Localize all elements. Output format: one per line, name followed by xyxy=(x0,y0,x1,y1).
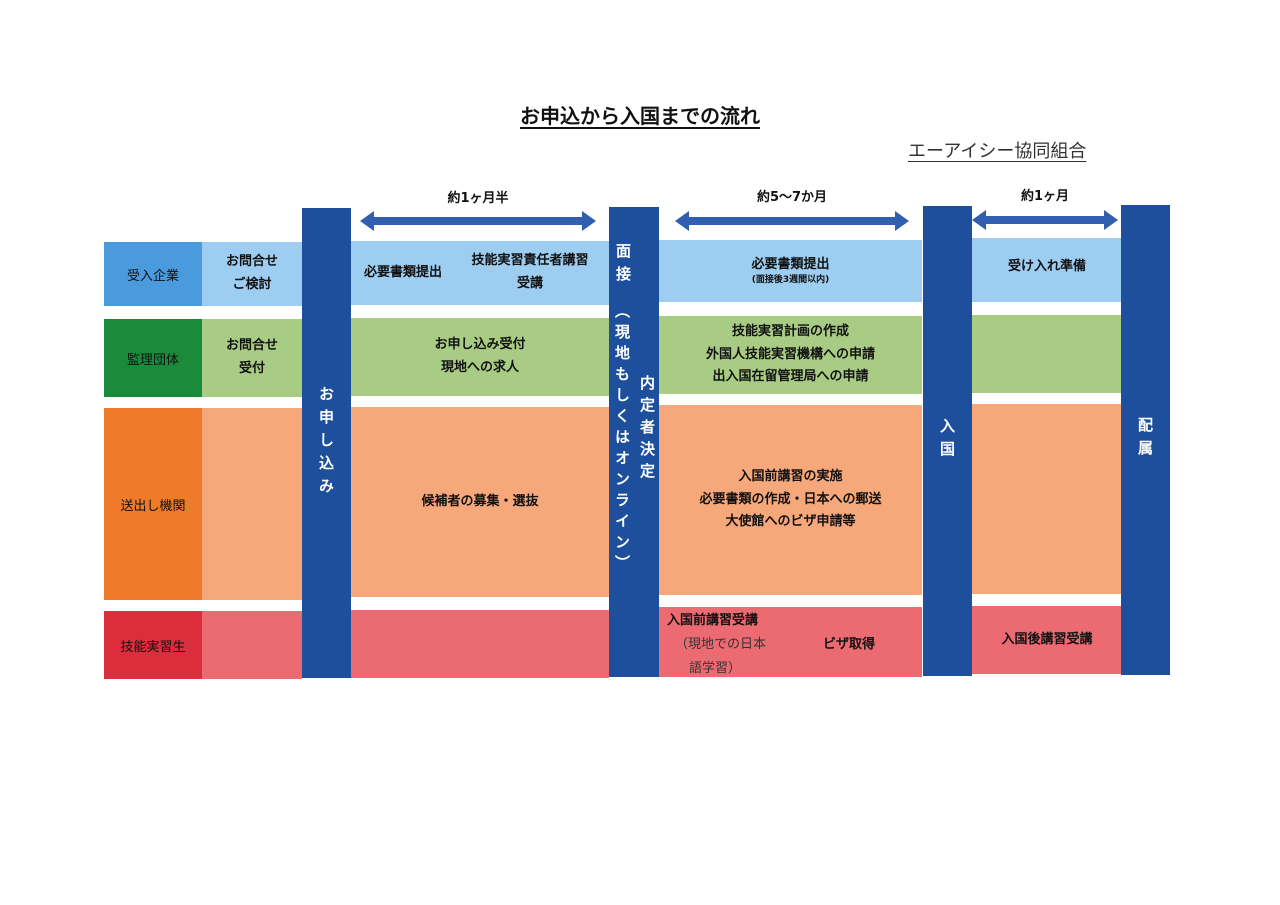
sending-pretraining-cell: 入国前講習の実施必要書類の作成・日本への郵送大使館へのビザ申請等 xyxy=(659,405,922,595)
duration-label-2: 約5〜7か月 xyxy=(756,190,828,205)
assignment-bar: 配属 xyxy=(1121,205,1170,675)
sending-empty-cell xyxy=(972,404,1122,594)
organization-name: エーアイシー協同組合 xyxy=(908,141,1087,162)
trainee-empty-cell xyxy=(351,610,609,678)
double-arrow-icon xyxy=(360,211,596,231)
interview-bar: 面接 （現地もしくはオンライン） 内定者決定 xyxy=(609,207,659,677)
supervisor-inquiry-cell: お問合せ受付 xyxy=(202,319,302,397)
double-arrow-icon xyxy=(675,211,909,231)
row-label-supervisor: 監理団体 xyxy=(104,319,202,397)
duration-label-3: 約1ヶ月 xyxy=(1020,189,1070,204)
row-label-sending: 送出し機関 xyxy=(104,408,202,600)
company-docs2-cell: 必要書類提出(面接後3週間以内) xyxy=(659,240,922,302)
apply-bar: お申し込み xyxy=(302,208,351,678)
row-label-company: 受入企業 xyxy=(104,242,202,306)
row-label-trainee: 技能実習生 xyxy=(104,611,202,679)
page-title: お申込から入国までの流れ xyxy=(520,104,760,128)
company-inquiry-cell: お問合せご検討 xyxy=(202,242,302,306)
sending-empty-cell xyxy=(202,408,302,600)
supervisor-recruit-cell: お申し込み受付現地への求人 xyxy=(351,318,609,396)
company-prep-cell: 受け入れ準備 xyxy=(972,238,1122,302)
double-arrow-icon xyxy=(972,210,1118,230)
trainee-empty-cell xyxy=(202,611,302,679)
duration-label-1: 約1ヶ月半 xyxy=(447,191,509,206)
supervisor-empty-cell xyxy=(972,315,1122,393)
sending-select-cell: 候補者の募集・選抜 xyxy=(351,407,609,597)
company-docs-cell: 必要書類提出 技能実習責任者講習受講 xyxy=(351,241,609,305)
trainee-post-cell: 入国後講習受講 xyxy=(972,606,1122,674)
entry-bar: 入国 xyxy=(923,206,972,676)
supervisor-plan-cell: 技能実習計画の作成外国人技能実習機構への申請出入国在留管理局への申請 xyxy=(659,316,922,394)
trainee-pretraining-cell: 入国前講習受講 （現地での日本 語学習） ビザ取得 xyxy=(659,607,922,677)
